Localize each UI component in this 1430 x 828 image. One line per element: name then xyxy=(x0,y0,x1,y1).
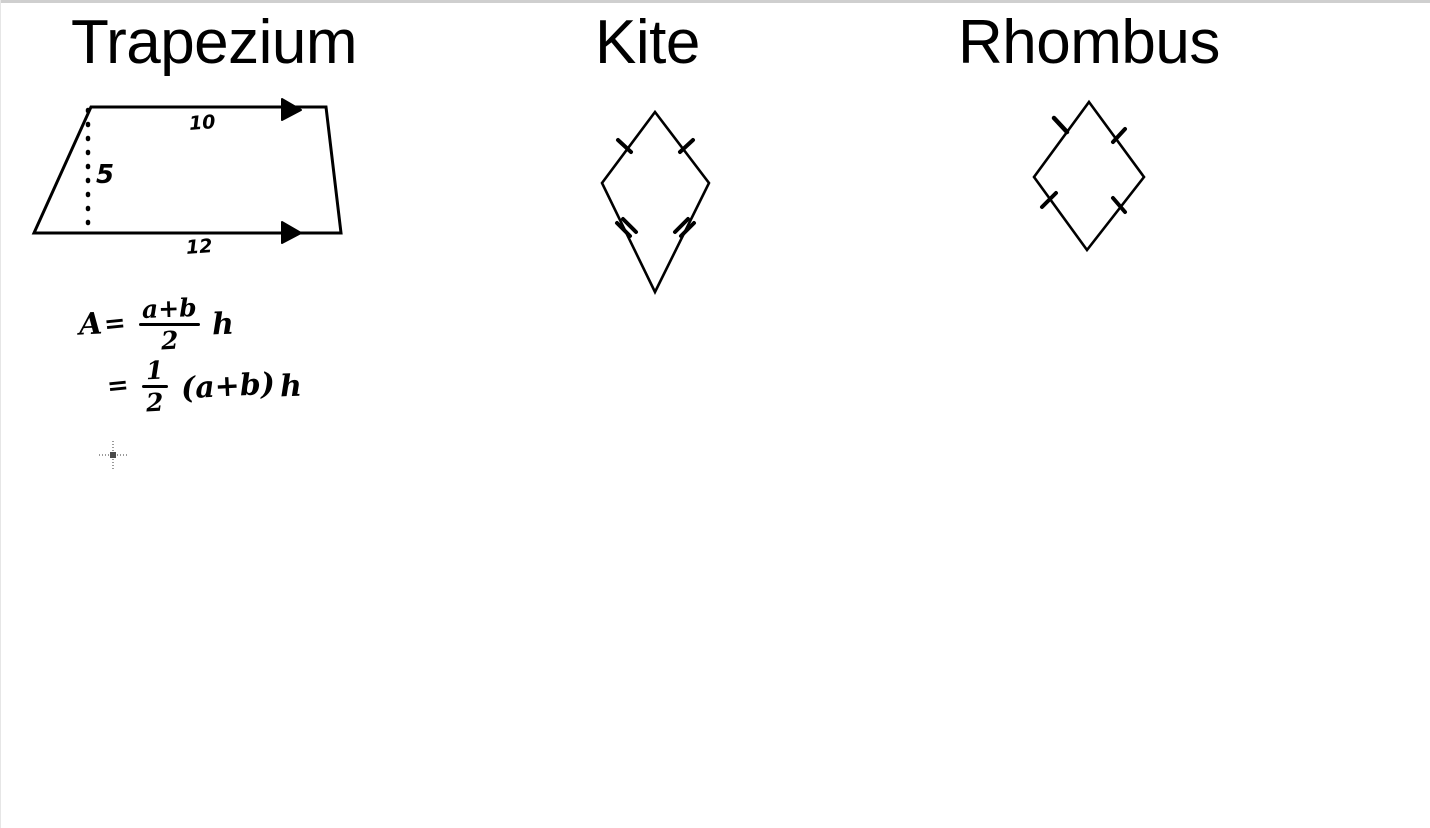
trapezium-height-label: 5 xyxy=(96,160,115,190)
rhombus-tick-lower-right xyxy=(1111,196,1127,214)
trapezium-area-formula: A = a+b 2 h = 1 2 (a+b) h xyxy=(78,292,303,417)
figure-title-rhombus: Rhombus xyxy=(958,8,1220,77)
formula-fraction-2: 1 2 xyxy=(141,355,168,417)
formula-line-1: A = a+b 2 h xyxy=(78,292,302,356)
formula-fraction-bar-1 xyxy=(139,322,200,326)
crosshair-center-dot xyxy=(110,452,116,458)
shape-rhombus xyxy=(1032,99,1146,253)
formula-denominator-2: 2 xyxy=(145,387,165,417)
kite-tick-lower-left-a xyxy=(615,221,632,238)
formula-expression-2: (a+b) xyxy=(179,366,276,406)
formula-fraction-bar-2 xyxy=(141,384,168,388)
figure-title-trapezium: Trapezium xyxy=(71,8,358,77)
rhombus-tick-lower-left xyxy=(1040,191,1058,209)
figure-title-kite: Kite xyxy=(595,8,700,77)
kite-tick-upper-right xyxy=(678,138,695,154)
kite-tick-upper-left xyxy=(616,138,633,154)
trapezium-top-length-label: 10 xyxy=(188,111,217,135)
formula-numerator-1: a+b xyxy=(141,292,198,324)
trapezium-top-parallel-arrow xyxy=(281,98,302,121)
rhombus-tick-upper-left xyxy=(1051,115,1070,135)
formula-lhs: A xyxy=(78,305,104,343)
formula-numerator-2: 1 xyxy=(145,355,164,385)
trapezium-bottom-parallel-arrow xyxy=(281,221,302,244)
formula-denominator-1: 2 xyxy=(159,325,179,355)
window-top-edge xyxy=(1,0,1430,3)
shape-kite xyxy=(600,109,711,295)
formula-trailing-2: h xyxy=(279,368,303,404)
formula-fraction-1: a+b 2 xyxy=(139,292,200,355)
formula-trailing-1: h xyxy=(211,306,235,342)
formula-line-2: = 1 2 (a+b) h xyxy=(105,355,303,417)
formula-equals-1: = xyxy=(102,307,128,341)
kite-tick-lower-right-b xyxy=(673,217,690,234)
formula-equals-2: = xyxy=(105,369,131,403)
pen-crosshair-cursor[interactable] xyxy=(99,441,128,470)
kite-tick-lower-right-a xyxy=(679,221,696,238)
rhombus-tick-upper-right xyxy=(1111,127,1127,144)
trapezium-bottom-length-label: 12 xyxy=(185,235,214,259)
shape-trapezium xyxy=(31,98,343,244)
kite-tick-lower-left-b xyxy=(621,217,638,234)
